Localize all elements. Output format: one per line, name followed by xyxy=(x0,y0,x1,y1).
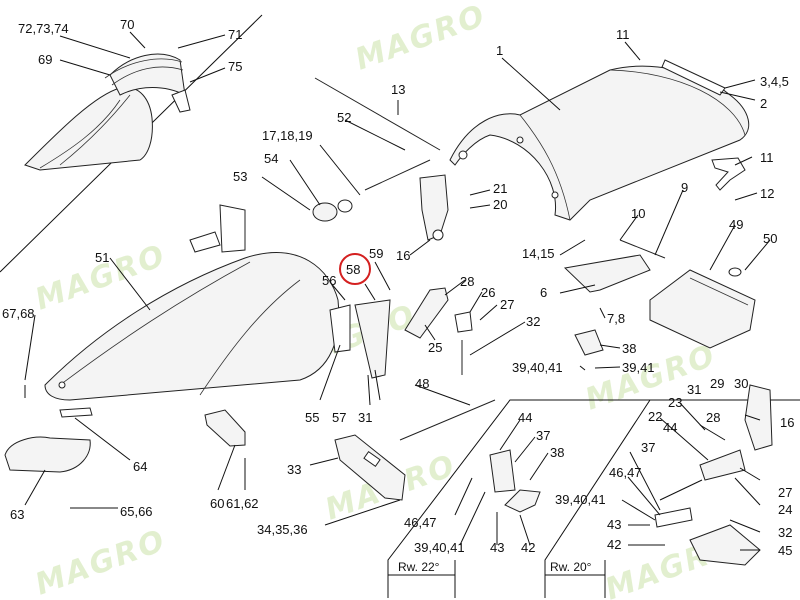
main-cone xyxy=(44,252,340,401)
hood-top xyxy=(449,59,750,221)
part-number-label: 69 xyxy=(38,52,52,67)
cover xyxy=(649,269,756,349)
part-number-label: 55 xyxy=(305,410,319,425)
view-label-rw20: Rw. 20° xyxy=(550,560,592,574)
part-number-label: 32 xyxy=(526,314,540,329)
part-number-label: 49 xyxy=(729,217,743,232)
gas-spring xyxy=(399,399,496,441)
part-number-label: 17,18,19 xyxy=(262,128,313,143)
part-number-label: 16 xyxy=(780,415,794,430)
part-number-label: 29 xyxy=(710,376,724,391)
part-number-label: 9 xyxy=(681,180,688,195)
part-number-label: 39,40,41 xyxy=(555,492,606,507)
part-number-label: 75 xyxy=(228,59,242,74)
detail-box-left xyxy=(387,399,640,598)
part-number-label: 13 xyxy=(391,82,405,97)
part-number-label: 38 xyxy=(622,341,636,356)
inset-cone xyxy=(24,53,191,171)
part-number-label: 43 xyxy=(607,517,621,532)
hinge-plate xyxy=(419,174,449,241)
part-number-label: 1 xyxy=(496,43,503,58)
part-number-label: 57 xyxy=(332,410,346,425)
skid xyxy=(4,436,91,473)
rod xyxy=(314,77,441,151)
part-number-label: 53 xyxy=(233,169,247,184)
part-number-label: 27 xyxy=(778,485,792,500)
part-number-label: 24 xyxy=(778,502,792,517)
bracket-plate xyxy=(219,204,246,253)
part-number-label: 27 xyxy=(500,297,514,312)
part-number-label: 64 xyxy=(133,459,147,474)
part-number-label: 10 xyxy=(631,206,645,221)
part-number-label: 39,41 xyxy=(622,360,655,375)
part-number-label: 16 xyxy=(396,248,410,263)
part-number-label: 70 xyxy=(120,17,134,32)
part-number-label: 25 xyxy=(428,340,442,355)
plate xyxy=(204,409,246,447)
part-number-label: 3,4,5 xyxy=(760,74,789,89)
frame-plate xyxy=(354,299,391,379)
part-number-label: 39,40,41 xyxy=(414,540,465,555)
part-number-label: 46,47 xyxy=(404,515,437,530)
part-number-label: 14,15 xyxy=(522,246,555,261)
part-number-label: 37 xyxy=(536,428,550,443)
view-label-rw22: Rw. 22° xyxy=(398,560,440,574)
bracket xyxy=(334,434,406,501)
part-number-label: 67,68 xyxy=(2,306,35,321)
part-number-label: 22 xyxy=(648,409,662,424)
part-number-label: 39,40,41 xyxy=(512,360,563,375)
part-number-label: 2 xyxy=(760,96,767,111)
clamp xyxy=(574,329,604,356)
part-number-label: 33 xyxy=(287,462,301,477)
part-number-label: 23 xyxy=(668,395,682,410)
part-number-label: 11 xyxy=(760,150,774,165)
part-number-label: 32 xyxy=(778,525,792,540)
part-number-label: 20 xyxy=(493,197,507,212)
roller xyxy=(312,202,338,222)
part-number-label: 44 xyxy=(663,420,677,435)
part-number-label: 45 xyxy=(778,543,792,558)
part-number-label: 7,8 xyxy=(607,311,625,326)
part-number-label: 60 xyxy=(210,496,224,511)
part-number-label: 42 xyxy=(607,537,621,552)
part-number-label: 37 xyxy=(641,440,655,455)
part-number-label: 6 xyxy=(540,285,547,300)
part-number-label: 34,35,36 xyxy=(257,522,308,537)
part-number-label: 65,66 xyxy=(120,504,153,519)
watermark: MAGRO xyxy=(31,523,171,600)
part-number-label: 21 xyxy=(493,181,507,196)
part-number-label: 58 xyxy=(346,262,360,277)
part-number-label: 43 xyxy=(490,540,504,555)
part-number-label: 28 xyxy=(706,410,720,425)
leader-lines xyxy=(24,31,771,551)
part-number-label: 52 xyxy=(337,110,351,125)
part-number-label: 12 xyxy=(760,186,774,201)
part-number-label: 54 xyxy=(264,151,278,166)
part-number-label: 63 xyxy=(10,507,24,522)
part-number-label: 11 xyxy=(616,27,630,42)
part-number-label: 48 xyxy=(415,376,429,391)
highlight-circle xyxy=(339,253,371,285)
part-number-label: 31 xyxy=(687,382,701,397)
part-number-label: 71 xyxy=(228,27,242,42)
part-number-label: 26 xyxy=(481,285,495,300)
part-number-label: 46,47 xyxy=(609,465,642,480)
watermark: MAGRO xyxy=(351,0,491,78)
part-number-label: 50 xyxy=(763,231,777,246)
part-number-label: 59 xyxy=(369,246,383,261)
part-number-label: 30 xyxy=(734,376,748,391)
part-number-label: 38 xyxy=(550,445,564,460)
part-number-label: 28 xyxy=(460,274,474,289)
part-number-label: 51 xyxy=(95,250,109,265)
part-number-label: 61,62 xyxy=(226,496,259,511)
part-number-label: 44 xyxy=(518,410,532,425)
part-number-label: 56 xyxy=(322,273,336,288)
bracket xyxy=(563,254,651,293)
part-number-label: 42 xyxy=(521,540,535,555)
part-number-label: 31 xyxy=(358,410,372,425)
part-number-label: 72,73,74 xyxy=(18,21,69,36)
